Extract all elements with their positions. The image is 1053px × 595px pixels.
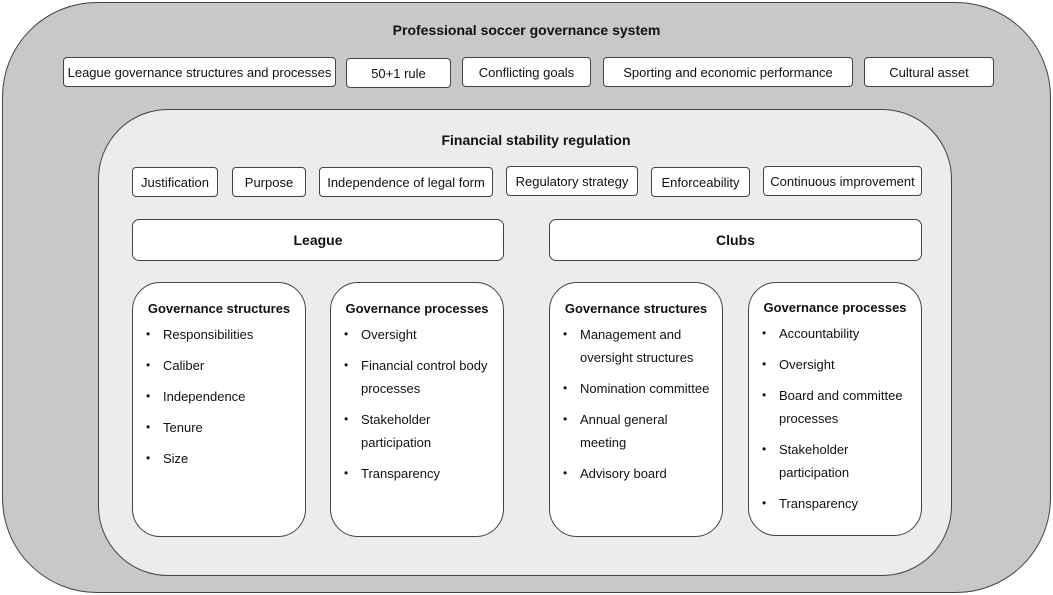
system-item-conflicting-goals: Conflicting goals [462,57,591,87]
system-item-cultural-asset: Cultural asset [864,57,994,87]
league-processes-card: Governance processes Oversight Financial… [330,282,504,537]
clubs-structures-title: Governance structures [564,301,708,316]
regulation-item-purpose: Purpose [232,167,306,197]
list-item: Tenure [146,416,297,439]
clubs-header: Clubs [549,219,922,261]
list-item: Stakeholder participation [762,438,913,484]
league-structures-title: Governance structures [147,301,291,316]
league-processes-title: Governance processes [345,301,489,316]
list-item: Management and oversight structures [563,323,714,369]
clubs-structures-list: Management and oversight structures Nomi… [550,323,722,485]
clubs-processes-card: Governance processes Accountability Over… [748,282,922,536]
system-item-50-1-rule: 50+1 rule [346,58,451,88]
system-item-performance: Sporting and economic performance [603,57,853,87]
league-header: League [132,219,504,261]
league-processes-list: Oversight Financial control body process… [331,323,503,485]
regulation-item-strategy: Regulatory strategy [506,166,638,196]
list-item: Responsibilities [146,323,297,346]
list-item: Stakeholder participation [344,408,495,454]
list-item: Financial control body processes [344,354,495,400]
regulation-item-justification: Justification [132,167,218,197]
league-structures-card: Governance structures Responsibilities C… [132,282,306,537]
regulation-item-independence: Independence of legal form [319,167,493,197]
list-item: Advisory board [563,462,714,485]
list-item: Annual general meeting [563,408,714,454]
regulation-item-improvement: Continuous improvement [763,166,922,196]
clubs-structures-card: Governance structures Management and ove… [549,282,723,537]
list-item: Size [146,447,297,470]
list-item: Accountability [762,322,913,345]
regulation-title: Financial stability regulation [441,132,631,148]
league-structures-list: Responsibilities Caliber Independence Te… [133,323,305,470]
regulation-item-enforceability: Enforceability [651,167,750,197]
list-item: Board and committee processes [762,384,913,430]
system-item-league-governance: League governance structures and process… [63,57,336,87]
list-item: Transparency [762,492,913,515]
list-item: Oversight [762,353,913,376]
list-item: Caliber [146,354,297,377]
clubs-processes-title: Governance processes [763,300,907,315]
list-item: Nomination committee [563,377,714,400]
system-title: Professional soccer governance system [392,22,661,38]
list-item: Independence [146,385,297,408]
list-item: Oversight [344,323,495,346]
clubs-processes-list: Accountability Oversight Board and commi… [749,322,921,515]
list-item: Transparency [344,462,495,485]
